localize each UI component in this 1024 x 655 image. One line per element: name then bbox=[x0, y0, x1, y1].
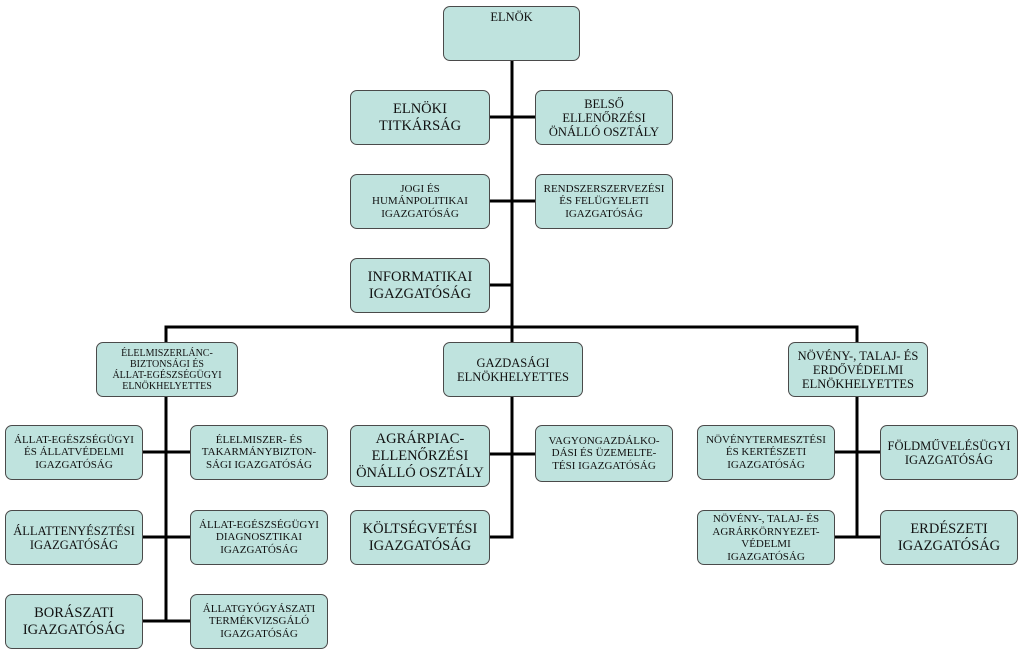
box-elelmiszerlanc-elnokhelyettes: ÉLELMISZERLÁNC- BIZTONSÁGI ÉS ÁLLAT-EGÉS… bbox=[96, 342, 238, 397]
box-elelmiszer-takarmany: ÉLELMISZER- ÉS TAKARMÁNYBIZTON- SÁGI IGA… bbox=[190, 425, 328, 480]
box-allat-egeszsegugyi-allatvedelmi: ÁLLAT-EGÉSZSÉGÜGYI ÉS ÁLLATVÉDELMI IGAZG… bbox=[5, 425, 143, 480]
box-novenytermesztesi: NÖVÉNYTERMESZTÉSI ÉS KERTÉSZETI IGAZGATÓ… bbox=[697, 425, 835, 480]
box-belso-ellenorzesi: BELSŐ ELLENŐRZÉSI ÖNÁLLÓ OSZTÁLY bbox=[535, 90, 673, 145]
box-erdeszeti: ERDÉSZETI IGAZGATÓSÁG bbox=[880, 510, 1018, 565]
box-rendszerszervezesi: RENDSZERSZERVEZÉSI ÉS FELÜGYELETI IGAZGA… bbox=[535, 174, 673, 229]
box-jogi-humanpolitikai: JOGI ÉS HUMÁNPOLITIKAI IGAZGATÓSÁG bbox=[350, 174, 490, 229]
box-vagyongazdalkodasi: VAGYONGAZDÁLKO- DÁSI ÉS ÜZEMELTE- TÉSI I… bbox=[535, 425, 673, 482]
box-noveny-talaj-agrarkornyezet: NÖVÉNY-, TALAJ- ÉS AGRÁRKÖRNYEZET- VÉDEL… bbox=[697, 510, 835, 565]
box-informatikai: INFORMATIKAI IGAZGATÓSÁG bbox=[350, 258, 490, 313]
box-noveny-elnokhelyettes: NÖVÉNY-, TALAJ- ÉS ERDŐVÉDELMI ELNÖKHELY… bbox=[788, 342, 928, 397]
box-elnok: ELNÖK bbox=[443, 6, 580, 61]
box-agrarpiac: AGRÁRPIAC- ELLENŐRZÉSI ÖNÁLLÓ OSZTÁLY bbox=[350, 425, 490, 487]
box-allatgyogyaszati: ÁLLATGYÓGYÁSZATI TERMÉKVIZSGÁLÓ IGAZGATÓ… bbox=[190, 594, 328, 649]
box-koltsegvetesi: KÖLTSÉGVETÉSI IGAZGATÓSÁG bbox=[350, 510, 490, 565]
box-allattenyesztesi: ÁLLATTENYÉSZTÉSI IGAZGATÓSÁG bbox=[5, 510, 143, 565]
box-gazdasagi-elnokhelyettes: GAZDASÁGI ELNÖKHELYETTES bbox=[443, 342, 583, 397]
box-elnoki-titkarsag: ELNÖKI TITKÁRSÁG bbox=[350, 90, 490, 145]
box-boraszati: BORÁSZATI IGAZGATÓSÁG bbox=[5, 594, 143, 649]
box-foldmuvelesugyi: FÖLDMŰVELÉSÜGYI IGAZGATÓSÁG bbox=[880, 425, 1018, 480]
box-allat-egeszsegugyi-diagnosztikai: ÁLLAT-EGÉSZSÉGÜGYI DIAGNOSZTIKAI IGAZGAT… bbox=[190, 510, 328, 565]
